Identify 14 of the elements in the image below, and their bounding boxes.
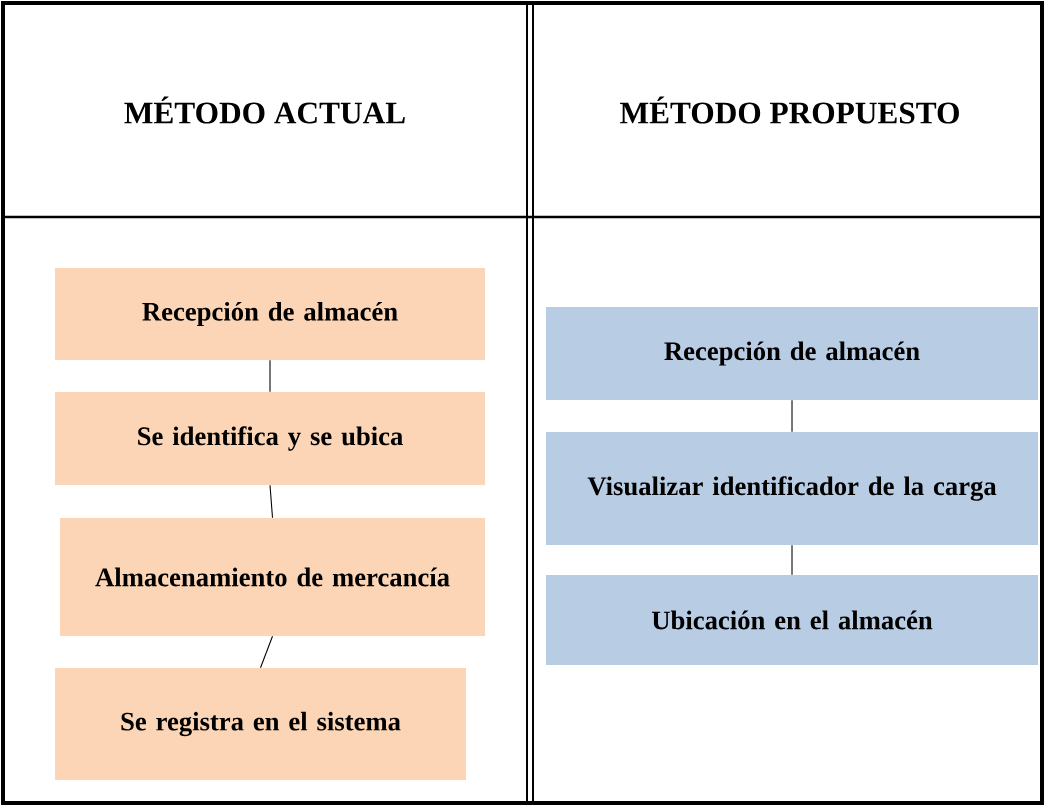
connector-line — [259, 635, 274, 669]
connector-line — [269, 359, 271, 393]
column-header: MÉTODO PROPUESTO — [620, 96, 959, 124]
column-header: MÉTODO ACTUAL — [124, 96, 405, 124]
process-box: Se registra en el sistema — [55, 668, 466, 780]
process-box: Recepción de almacén — [55, 268, 485, 360]
process-box: Recepción de almacén — [546, 306, 1038, 401]
process-box: Visualizar identificador de la carga — [546, 431, 1038, 546]
connector-line — [791, 399, 793, 433]
connector-line — [269, 484, 274, 519]
process-box: Almacenamiento de mercancía — [60, 518, 486, 636]
process-box: Ubicación en el almacén — [546, 575, 1038, 665]
connector-line — [791, 544, 793, 576]
process-box: Se identifica y se ubica — [55, 391, 485, 486]
